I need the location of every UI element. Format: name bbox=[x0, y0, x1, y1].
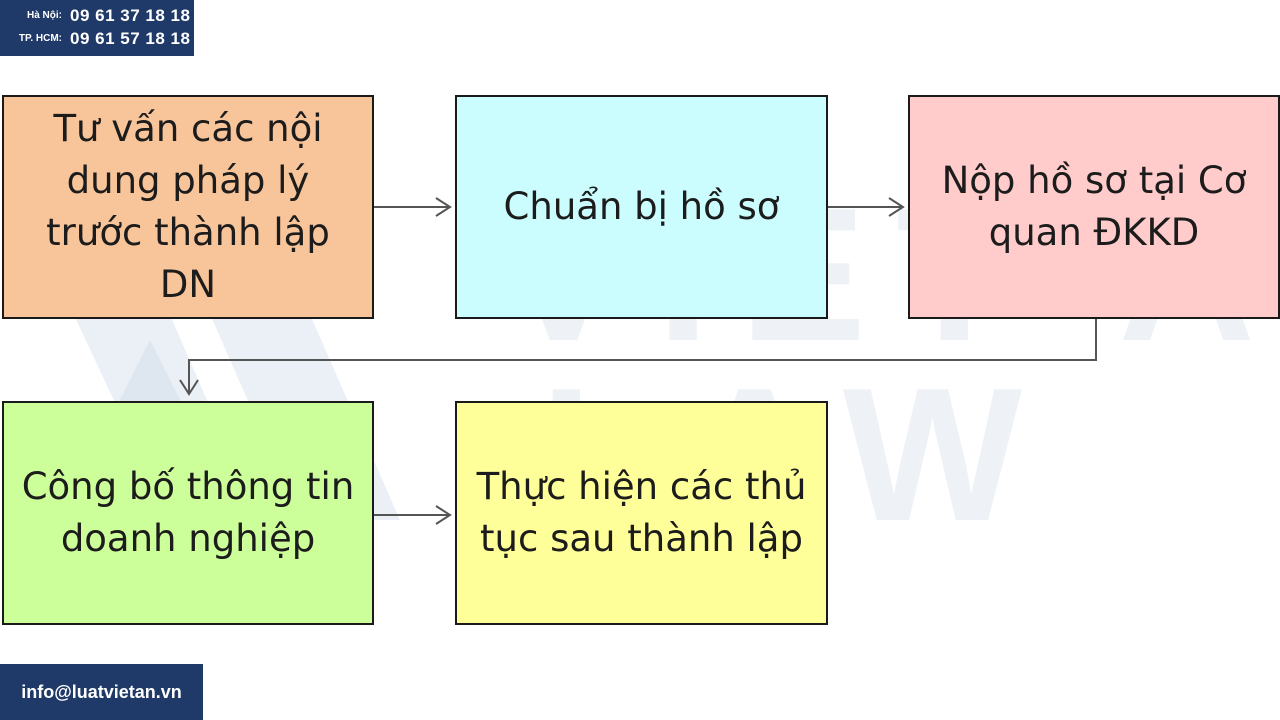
hcm-phone[interactable]: 09 61 57 18 18 bbox=[70, 29, 191, 48]
step-3-label: Nộp hồ sơ tại Cơ quan ĐKKD bbox=[941, 159, 1247, 254]
step-legal-consulting: Tư vấn các nội dung pháp lý trước thành … bbox=[2, 95, 374, 319]
contact-row-hcm: TP. HCM: 09 61 57 18 18 bbox=[0, 29, 194, 51]
step-publish-info: Công bố thông tin doanh nghiệp bbox=[2, 401, 374, 625]
contact-row-hanoi: Hà Nội: 09 61 37 18 18 bbox=[0, 6, 194, 28]
arrow-step3-to-step4 bbox=[179, 319, 1097, 396]
hanoi-label: Hà Nội: bbox=[27, 10, 62, 21]
step-5-label: Thực hiện các thủ tục sau thành lập bbox=[476, 465, 807, 560]
arrow-step1-to-step2 bbox=[374, 197, 452, 217]
hcm-label: TP. HCM: bbox=[18, 33, 62, 44]
step-1-label: Tư vấn các nội dung pháp lý trước thành … bbox=[46, 107, 330, 306]
email-badge[interactable]: info@luatvietan.vn bbox=[0, 664, 203, 720]
step-prepare-dossier: Chuẩn bị hồ sơ bbox=[455, 95, 828, 319]
step-4-label: Công bố thông tin doanh nghiệp bbox=[21, 465, 355, 560]
email-text[interactable]: info@luatvietan.vn bbox=[21, 681, 182, 702]
arrow-step2-to-step3 bbox=[828, 197, 905, 217]
hanoi-phone[interactable]: 09 61 37 18 18 bbox=[70, 6, 191, 25]
arrow-step4-to-step5 bbox=[374, 505, 452, 525]
step-2-label: Chuẩn bị hồ sơ bbox=[503, 185, 780, 228]
step-submit-dossier: Nộp hồ sơ tại Cơ quan ĐKKD bbox=[908, 95, 1280, 319]
contact-badge: Hà Nội: 09 61 37 18 18 TP. HCM: 09 61 57… bbox=[0, 0, 194, 56]
step-post-establishment: Thực hiện các thủ tục sau thành lập bbox=[455, 401, 828, 625]
